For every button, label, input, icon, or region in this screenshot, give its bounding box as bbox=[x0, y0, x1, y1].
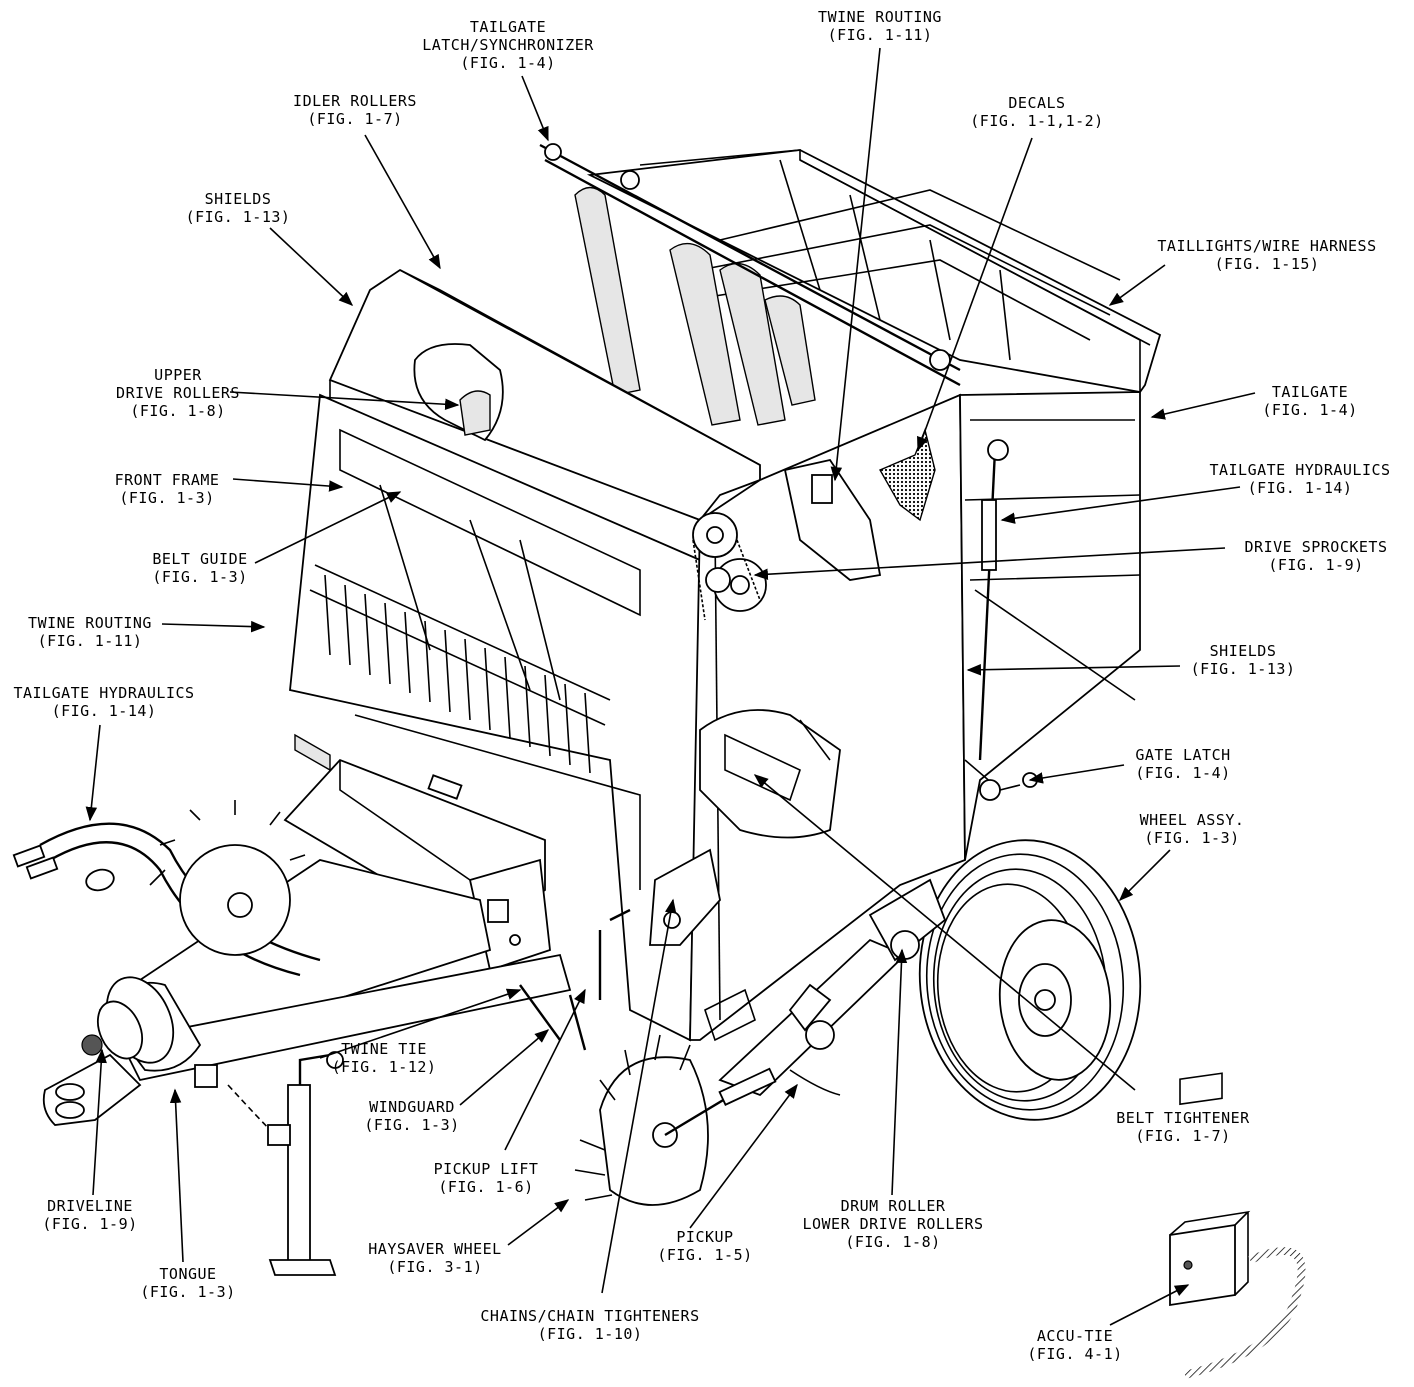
callout-idler-rollers: IDLER ROLLERS (FIG. 1-7) bbox=[293, 92, 417, 128]
callout-line: (FIG. 1-3) bbox=[140, 1283, 236, 1301]
baler-body bbox=[289, 143, 1162, 1042]
callout-line: (FIG. 1-13) bbox=[1190, 660, 1296, 678]
callout-line: TAILGATE bbox=[1271, 383, 1349, 401]
callout-line: TAILGATE HYDRAULICS bbox=[13, 684, 195, 702]
callout-pickup-lift: PICKUP LIFT (FIG. 1-6) bbox=[434, 1160, 539, 1196]
callout-line: (FIG. 1-11) bbox=[37, 632, 143, 650]
callout-decals: DECALS (FIG. 1-1,1-2) bbox=[970, 94, 1103, 130]
pickup-assembly bbox=[519, 848, 907, 1106]
haysaver-wheel-right bbox=[574, 1034, 791, 1206]
callout-line: (FIG. 1-7) bbox=[1135, 1127, 1231, 1145]
callout-line: (FIG. 1-13) bbox=[185, 208, 291, 226]
callout-belt-guide: BELT GUIDE (FIG. 1-3) bbox=[152, 550, 247, 586]
driveline bbox=[81, 976, 202, 1072]
callout-line: BELT TIGHTENER bbox=[1116, 1109, 1250, 1127]
callout-wheel-assy: WHEEL ASSY. (FIG. 1-3) bbox=[1140, 811, 1245, 847]
callout-line: (FIG. 1-10) bbox=[537, 1325, 643, 1343]
callout-line: LOWER DRIVE ROLLERS bbox=[802, 1215, 984, 1233]
callout-line: DRUM ROLLER bbox=[840, 1197, 946, 1215]
wheel-assembly bbox=[868, 839, 1142, 1121]
callout-shields-right: SHIELDS (FIG. 1-13) bbox=[1191, 642, 1296, 678]
jack-stand bbox=[227, 1051, 344, 1276]
callout-twine-routing-left: TWINE ROUTING (FIG. 1-11) bbox=[28, 614, 152, 650]
callout-line: DRIVE SPROCKETS bbox=[1244, 538, 1388, 556]
callout-line: (FIG. 4-1) bbox=[1027, 1345, 1123, 1363]
callout-chains: CHAINS/CHAIN TIGHTENERS (FIG. 1-10) bbox=[480, 1307, 699, 1343]
callout-line: GATE LATCH bbox=[1135, 746, 1231, 764]
callout-tailgate: TAILGATE (FIG. 1-4) bbox=[1262, 383, 1357, 419]
callout-front-frame: FRONT FRAME (FIG. 1-3) bbox=[115, 471, 220, 507]
callout-upper-drive-rollers: UPPER DRIVE ROLLERS (FIG. 1-8) bbox=[116, 366, 240, 420]
callout-tongue: TONGUE (FIG. 1-3) bbox=[140, 1265, 235, 1301]
callout-line: (FIG. 1-4) bbox=[460, 54, 556, 72]
callout-gate-latch: GATE LATCH (FIG. 1-4) bbox=[1135, 746, 1230, 782]
callout-line: IDLER ROLLERS bbox=[293, 92, 417, 110]
callout-line: (FIG. 1-5) bbox=[657, 1246, 753, 1264]
callout-line: CHAINS/CHAIN TIGHTENERS bbox=[480, 1307, 700, 1325]
drive-sprockets bbox=[692, 512, 767, 621]
callout-line: UPPER bbox=[154, 366, 202, 384]
callout-line: TWINE ROUTING bbox=[818, 8, 942, 26]
callout-line: (FIG. 1-11) bbox=[827, 26, 933, 44]
callout-line: (FIG. 1-14) bbox=[1247, 479, 1353, 497]
callout-line: (FIG. 1-15) bbox=[1214, 255, 1320, 273]
callout-haysaver-wheel: HAYSAVER WHEEL (FIG. 3-1) bbox=[368, 1240, 501, 1276]
callout-line: SHIELDS bbox=[204, 190, 272, 208]
callout-line: (FIG. 1-3) bbox=[364, 1116, 460, 1134]
callout-line: HAYSAVER WHEEL bbox=[368, 1240, 502, 1258]
callout-line: PICKUP bbox=[676, 1228, 734, 1246]
callout-shields-left: SHIELDS (FIG. 1-13) bbox=[186, 190, 291, 226]
callout-line: (FIG. 1-1,1-2) bbox=[970, 112, 1104, 130]
callout-twine-routing-top: TWINE ROUTING (FIG. 1-11) bbox=[818, 8, 942, 44]
callout-line: TWINE ROUTING bbox=[28, 614, 152, 632]
callout-driveline: DRIVELINE (FIG. 1-9) bbox=[42, 1197, 137, 1233]
callout-line: TWINE TIE bbox=[341, 1040, 427, 1058]
callout-line: PICKUP LIFT bbox=[433, 1160, 539, 1178]
callout-line: (FIG. 1-4) bbox=[1135, 764, 1231, 782]
callout-line: FRONT FRAME bbox=[114, 471, 220, 489]
callout-line: (FIG. 1-9) bbox=[42, 1215, 138, 1233]
callout-line: (FIG. 1-3) bbox=[152, 568, 248, 586]
callout-windguard: WINDGUARD (FIG. 1-3) bbox=[364, 1098, 459, 1134]
callout-line: WINDGUARD bbox=[369, 1098, 455, 1116]
haysaver-wheel-left bbox=[149, 800, 306, 956]
callout-line: (FIG. 1-3) bbox=[1144, 829, 1240, 847]
callout-line: DECALS bbox=[1008, 94, 1066, 112]
callout-line: TONGUE bbox=[159, 1265, 217, 1283]
callout-line: (FIG. 1-8) bbox=[130, 402, 226, 420]
callout-line: (FIG. 1-6) bbox=[438, 1178, 534, 1196]
callout-line: TAILGATE bbox=[469, 18, 547, 36]
callout-line: (FIG. 1-4) bbox=[1262, 401, 1358, 419]
callout-line: TAILLIGHTS/WIRE HARNESS bbox=[1157, 237, 1377, 255]
callout-pickup: PICKUP (FIG. 1-5) bbox=[657, 1228, 752, 1264]
callout-line: BELT GUIDE bbox=[152, 550, 248, 568]
callout-line: LATCH/SYNCHRONIZER bbox=[422, 36, 594, 54]
callout-taillights: TAILLIGHTS/WIRE HARNESS (FIG. 1-15) bbox=[1157, 237, 1376, 273]
callout-drum-roller: DRUM ROLLER LOWER DRIVE ROLLERS (FIG. 1-… bbox=[802, 1197, 983, 1251]
callout-line: (FIG. 1-12) bbox=[331, 1058, 437, 1076]
belt-guide-tines bbox=[309, 564, 611, 774]
callout-twine-tie: TWINE TIE (FIG. 1-12) bbox=[332, 1040, 437, 1076]
callout-accu-tie: ACCU-TIE (FIG. 4-1) bbox=[1027, 1327, 1122, 1363]
callout-line: (FIG. 3-1) bbox=[387, 1258, 483, 1276]
leader-lines bbox=[85, 47, 1256, 1326]
callout-drive-sprockets: DRIVE SPROCKETS (FIG. 1-9) bbox=[1245, 538, 1388, 574]
callout-line: (FIG. 1-7) bbox=[307, 110, 403, 128]
callout-tailgate-latch: TAILGATE LATCH/SYNCHRONIZER (FIG. 1-4) bbox=[422, 18, 594, 72]
callout-line: (FIG. 1-9) bbox=[1268, 556, 1364, 574]
callout-line: (FIG. 1-14) bbox=[51, 702, 157, 720]
callout-line: ACCU-TIE bbox=[1036, 1327, 1114, 1345]
callout-line: (FIG. 1-3) bbox=[119, 489, 215, 507]
callout-line: SHIELDS bbox=[1209, 642, 1277, 660]
callout-line: DRIVE ROLLERS bbox=[116, 384, 240, 402]
chassis bbox=[12, 758, 572, 1276]
callout-line: (FIG. 1-8) bbox=[845, 1233, 941, 1251]
callout-belt-tightener: BELT TIGHTENER (FIG. 1-7) bbox=[1116, 1109, 1249, 1145]
callout-line: TAILGATE HYDRAULICS bbox=[1209, 461, 1391, 479]
callout-tailgate-hydraulics-right: TAILGATE HYDRAULICS (FIG. 1-14) bbox=[1209, 461, 1390, 497]
callout-line: DRIVELINE bbox=[47, 1197, 133, 1215]
callout-line: WHEEL ASSY. bbox=[1139, 811, 1245, 829]
callout-tailgate-hydraulics-left: TAILGATE HYDRAULICS (FIG. 1-14) bbox=[13, 684, 194, 720]
